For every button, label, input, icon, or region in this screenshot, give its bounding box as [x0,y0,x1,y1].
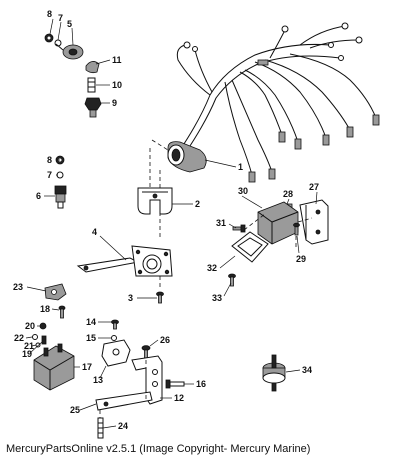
callout-9: 9 [112,98,117,108]
part-4-mounting-plate [76,245,173,277]
part-9-sensor [84,97,102,118]
part-26-bolt [141,345,151,361]
part-10-sleeve [87,77,96,93]
part-31-screw [232,224,246,233]
callout-15: 15 [86,333,96,343]
callout-13: 13 [93,375,103,385]
part-20-nut [39,322,47,330]
callout-21: 21 [24,341,34,351]
part-19-terminal [41,335,47,345]
callout-23: 23 [13,282,23,292]
part-3-screw [156,291,164,304]
part-18-bolt [58,305,66,319]
callout-28: 28 [283,189,293,199]
part-22-washer [32,334,38,340]
part-29-screw [293,222,300,236]
part-16-bolt [165,379,185,389]
callout-7-lower: 7 [47,170,52,180]
callout-2: 2 [195,199,200,209]
callout-8-lower: 8 [47,155,52,165]
part-2-bracket [137,187,173,215]
part-6-sender [54,185,67,209]
callout-6: 6 [36,191,41,201]
part-24-stud [97,417,104,439]
part-14-screw [111,319,119,330]
callout-20: 20 [25,321,35,331]
part-17-solenoid [33,343,75,391]
callout-33: 33 [212,293,222,303]
callout-25: 25 [70,405,80,415]
part-15-washer [111,335,117,341]
part-21-washer [35,342,41,348]
callout-labels: 8 7 5 11 10 9 1 8 7 6 2 4 3 30 28 27 31 … [13,9,319,431]
callout-11: 11 [112,55,122,65]
callout-3: 3 [128,293,133,303]
callout-26: 26 [160,335,170,345]
callout-5: 5 [67,19,72,29]
part-1-wiring-harness [167,22,380,183]
part-27-bracket [299,199,329,245]
callout-16: 16 [196,379,206,389]
callout-30: 30 [238,186,248,196]
callout-4: 4 [92,227,97,237]
callout-34: 34 [302,365,312,375]
callout-17: 17 [82,362,92,372]
part-5-boot [55,43,84,60]
part-30-module [257,201,299,245]
part-11-fitting [85,61,100,74]
copyright-caption: MercuryPartsOnline v2.5.1 (Image Copyrig… [6,443,311,455]
part-13-bracket [101,339,131,367]
callout-24: 24 [118,421,128,431]
callout-7: 7 [58,13,63,23]
part-33-screw [228,273,236,287]
callout-10: 10 [112,80,122,90]
callout-19: 19 [22,349,32,359]
part-32-gasket-plate [231,231,269,263]
callout-22: 22 [14,333,24,343]
callout-29: 29 [296,254,306,264]
callout-8: 8 [47,9,52,19]
exploded-parts-diagram: 8 7 5 11 10 9 1 8 7 6 2 4 3 30 28 27 31 … [13,9,380,439]
part-23-clamp [44,283,67,301]
callout-32: 32 [207,263,217,273]
leader-lines [25,18,318,429]
part-8-nut [44,33,54,43]
callout-27: 27 [309,182,319,192]
callout-1: 1 [238,162,243,172]
part-34-mount [262,354,286,392]
part-12-bracket [95,355,163,411]
callout-12: 12 [174,393,184,403]
callout-18: 18 [40,304,50,314]
callout-31: 31 [216,218,226,228]
callout-14: 14 [86,317,96,327]
